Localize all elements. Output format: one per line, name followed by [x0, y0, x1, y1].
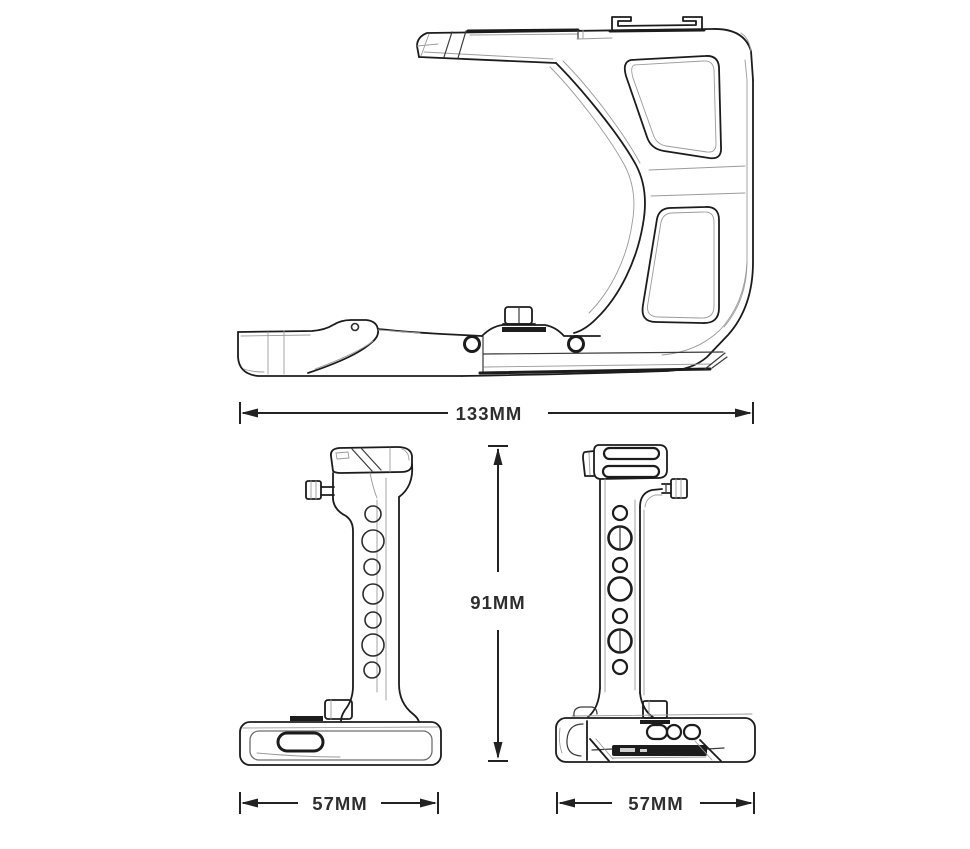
- upper-cutout: [623, 55, 722, 160]
- base-slot-left: [276, 731, 325, 753]
- dimension-label-depth-right: 57MM: [628, 793, 683, 814]
- top-cap-left-view: [330, 446, 413, 474]
- cap-slot: [601, 464, 661, 479]
- dimension-label-depth-left: 57MM: [312, 793, 367, 814]
- center-thumbscrew: [502, 306, 546, 332]
- front-view-drawing: [237, 16, 754, 377]
- mounting-hole: [567, 335, 585, 353]
- dimension-label-height: 91MM: [470, 592, 525, 613]
- mounting-hole: [463, 335, 481, 353]
- base-slot: [645, 723, 669, 741]
- cap-slot: [602, 446, 661, 461]
- side-thumbscrew-left: [305, 480, 335, 500]
- dimension-overall-height: 91MM: [470, 445, 525, 762]
- dimension-overall-width: 133MM: [239, 402, 754, 424]
- base-plate-front: [377, 324, 728, 377]
- base-knob-left: [324, 699, 353, 720]
- dimension-label-width: 133MM: [456, 403, 523, 424]
- dimension-base-depth-right: 57MM: [556, 792, 755, 814]
- column-holes-right: [607, 504, 633, 676]
- base-hole: [665, 723, 683, 741]
- side-thumbscrew-right: [639, 478, 688, 508]
- top-cap-right-view: [582, 444, 668, 480]
- lower-cutout: [641, 206, 720, 324]
- side-view-left-drawing: [239, 446, 442, 766]
- base-slot: [682, 723, 702, 741]
- top-rail: [466, 28, 580, 33]
- base-groove: [612, 745, 707, 756]
- left-grip: [237, 319, 463, 377]
- side-view-right-drawing: [555, 444, 756, 763]
- base-plate-left-view: [239, 721, 442, 766]
- column-holes-left: [361, 505, 385, 679]
- cold-shoe-mount: [608, 16, 706, 33]
- base-plate-right-view: [555, 706, 756, 763]
- dimension-base-depth-left: 57MM: [239, 792, 439, 814]
